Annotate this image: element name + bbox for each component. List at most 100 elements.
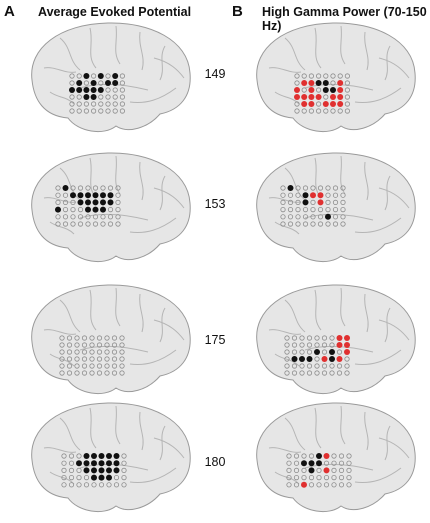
- electrode: [310, 185, 316, 191]
- brain-175-evoked-sulcus-4: [159, 307, 166, 343]
- electrode: [331, 475, 337, 481]
- electrode: [287, 214, 294, 220]
- electrode: [66, 356, 73, 362]
- electrode: [314, 342, 320, 348]
- electrode: [115, 199, 121, 206]
- electrode: [69, 73, 75, 79]
- electrode: [340, 199, 346, 206]
- brain-175-evoked-sulcus-8: [49, 353, 75, 367]
- electrode: [344, 349, 350, 355]
- brain-180-evoked-sulcus-3: [139, 411, 144, 451]
- brain-149-highgamma: [256, 22, 416, 133]
- electrode: [104, 363, 110, 369]
- electrode: [91, 474, 97, 481]
- electrode: [336, 349, 343, 355]
- electrode: [293, 482, 300, 488]
- electrode: [97, 87, 104, 93]
- electrode: [338, 475, 345, 481]
- electrode: [105, 73, 111, 79]
- electrode: [299, 335, 305, 341]
- electrode: [100, 206, 106, 213]
- electrode: [106, 482, 112, 488]
- electrode: [69, 101, 75, 107]
- electrode: [83, 101, 90, 107]
- electrode: [317, 185, 324, 191]
- electrode: [104, 335, 110, 341]
- electrode: [70, 185, 76, 191]
- brain-149-evoked-sulcus-0: [59, 37, 81, 71]
- electrode: [91, 108, 97, 114]
- electrode: [301, 101, 308, 107]
- brain-180-evoked-sulcus-0: [59, 417, 81, 451]
- electrode: [287, 221, 294, 227]
- electrode: [314, 370, 320, 376]
- brain-175-highgamma-sulcus-8: [274, 353, 300, 367]
- electrode: [294, 80, 300, 86]
- electrode: [308, 101, 315, 107]
- electrode: [83, 467, 90, 474]
- electrode: [85, 185, 91, 191]
- electrode: [55, 206, 61, 213]
- electrode: [329, 363, 335, 369]
- electrode: [284, 342, 290, 348]
- electrode: [280, 221, 286, 227]
- brain-180-evoked-sulcus-2: [115, 405, 121, 445]
- electrode: [119, 363, 125, 369]
- electrode: [76, 94, 82, 100]
- electrode: [104, 349, 110, 355]
- electrode: [107, 206, 114, 213]
- electrode: [76, 108, 82, 114]
- electrode: [76, 467, 82, 474]
- electrode: [62, 221, 69, 227]
- electrode: [316, 467, 322, 474]
- electrode: [74, 356, 80, 362]
- electrode: [308, 94, 315, 100]
- electrode: [329, 342, 335, 348]
- brain-153-evoked: [31, 152, 191, 263]
- electrode: [96, 363, 103, 369]
- electrode: [317, 206, 324, 213]
- electrode: [113, 460, 120, 467]
- electrode: [316, 73, 322, 79]
- electrode: [308, 482, 315, 488]
- brain-153-highgamma-sulcus-8: [274, 221, 300, 235]
- electrode: [314, 363, 320, 369]
- electrode: [111, 370, 118, 376]
- brain-175-evoked-sulcus-0: [59, 299, 81, 333]
- electrode: [92, 221, 99, 227]
- electrode: [325, 206, 331, 213]
- electrode: [85, 221, 91, 227]
- brain-149-evoked: [31, 22, 191, 133]
- electrode: [55, 199, 61, 206]
- brain-149-highgamma-sulcus-8: [274, 91, 300, 105]
- electrode: [76, 80, 83, 86]
- electrode: [301, 453, 307, 459]
- electrode: [105, 80, 111, 86]
- electrode: [332, 214, 339, 220]
- electrode: [70, 199, 76, 206]
- brain-153-highgamma-sulcus-9: [378, 187, 410, 209]
- electrode: [338, 467, 345, 474]
- electrode: [291, 342, 298, 348]
- brain-180-evoked: [31, 402, 191, 513]
- electrode: [337, 94, 344, 100]
- electrode: [280, 214, 286, 220]
- electrode: [299, 370, 305, 376]
- electrode: [336, 370, 343, 376]
- electrode: [295, 221, 301, 227]
- subject-label-153: 153: [204, 197, 226, 211]
- electrode: [112, 87, 118, 93]
- electrode: [284, 335, 290, 341]
- electrode: [55, 221, 61, 227]
- electrode: [323, 460, 330, 466]
- electrode: [314, 349, 320, 355]
- electrode: [66, 363, 73, 369]
- electrode: [316, 87, 322, 93]
- electrode: [91, 467, 97, 474]
- brain-149-evoked-sulcus-2: [115, 25, 121, 65]
- electrode: [89, 342, 95, 348]
- electrode: [107, 199, 114, 206]
- electrode: [89, 370, 95, 376]
- brain-180-evoked-sulcus-9: [153, 437, 185, 459]
- electrode: [295, 206, 301, 213]
